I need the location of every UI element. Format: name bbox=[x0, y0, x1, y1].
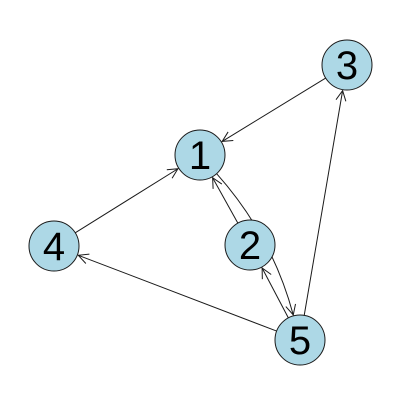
edges-layer bbox=[74, 77, 342, 332]
node-2: 2 bbox=[224, 219, 276, 271]
node-5: 5 bbox=[274, 314, 326, 366]
edge-3-to-1 bbox=[222, 77, 326, 141]
edge-5-to-3 bbox=[303, 91, 342, 316]
node-label: 3 bbox=[336, 44, 358, 88]
edge-5-to-2 bbox=[262, 268, 289, 319]
nodes-layer: 1 2 3 4 5 bbox=[28, 39, 373, 366]
node-circle bbox=[28, 220, 80, 272]
node-label: 5 bbox=[289, 319, 311, 363]
node-1: 1 bbox=[174, 129, 226, 181]
node-circle bbox=[274, 314, 326, 366]
node-label: 2 bbox=[239, 224, 261, 268]
edge-5-to-4 bbox=[78, 255, 277, 332]
node-3: 3 bbox=[321, 39, 373, 91]
node-4: 4 bbox=[28, 220, 80, 272]
node-circle bbox=[224, 219, 276, 271]
edge-4-to-1 bbox=[74, 169, 178, 234]
edge-2-to-1 bbox=[213, 178, 239, 224]
node-circle bbox=[321, 39, 373, 91]
node-label: 4 bbox=[43, 225, 65, 269]
node-label: 1 bbox=[189, 134, 211, 178]
node-circle bbox=[174, 129, 226, 181]
